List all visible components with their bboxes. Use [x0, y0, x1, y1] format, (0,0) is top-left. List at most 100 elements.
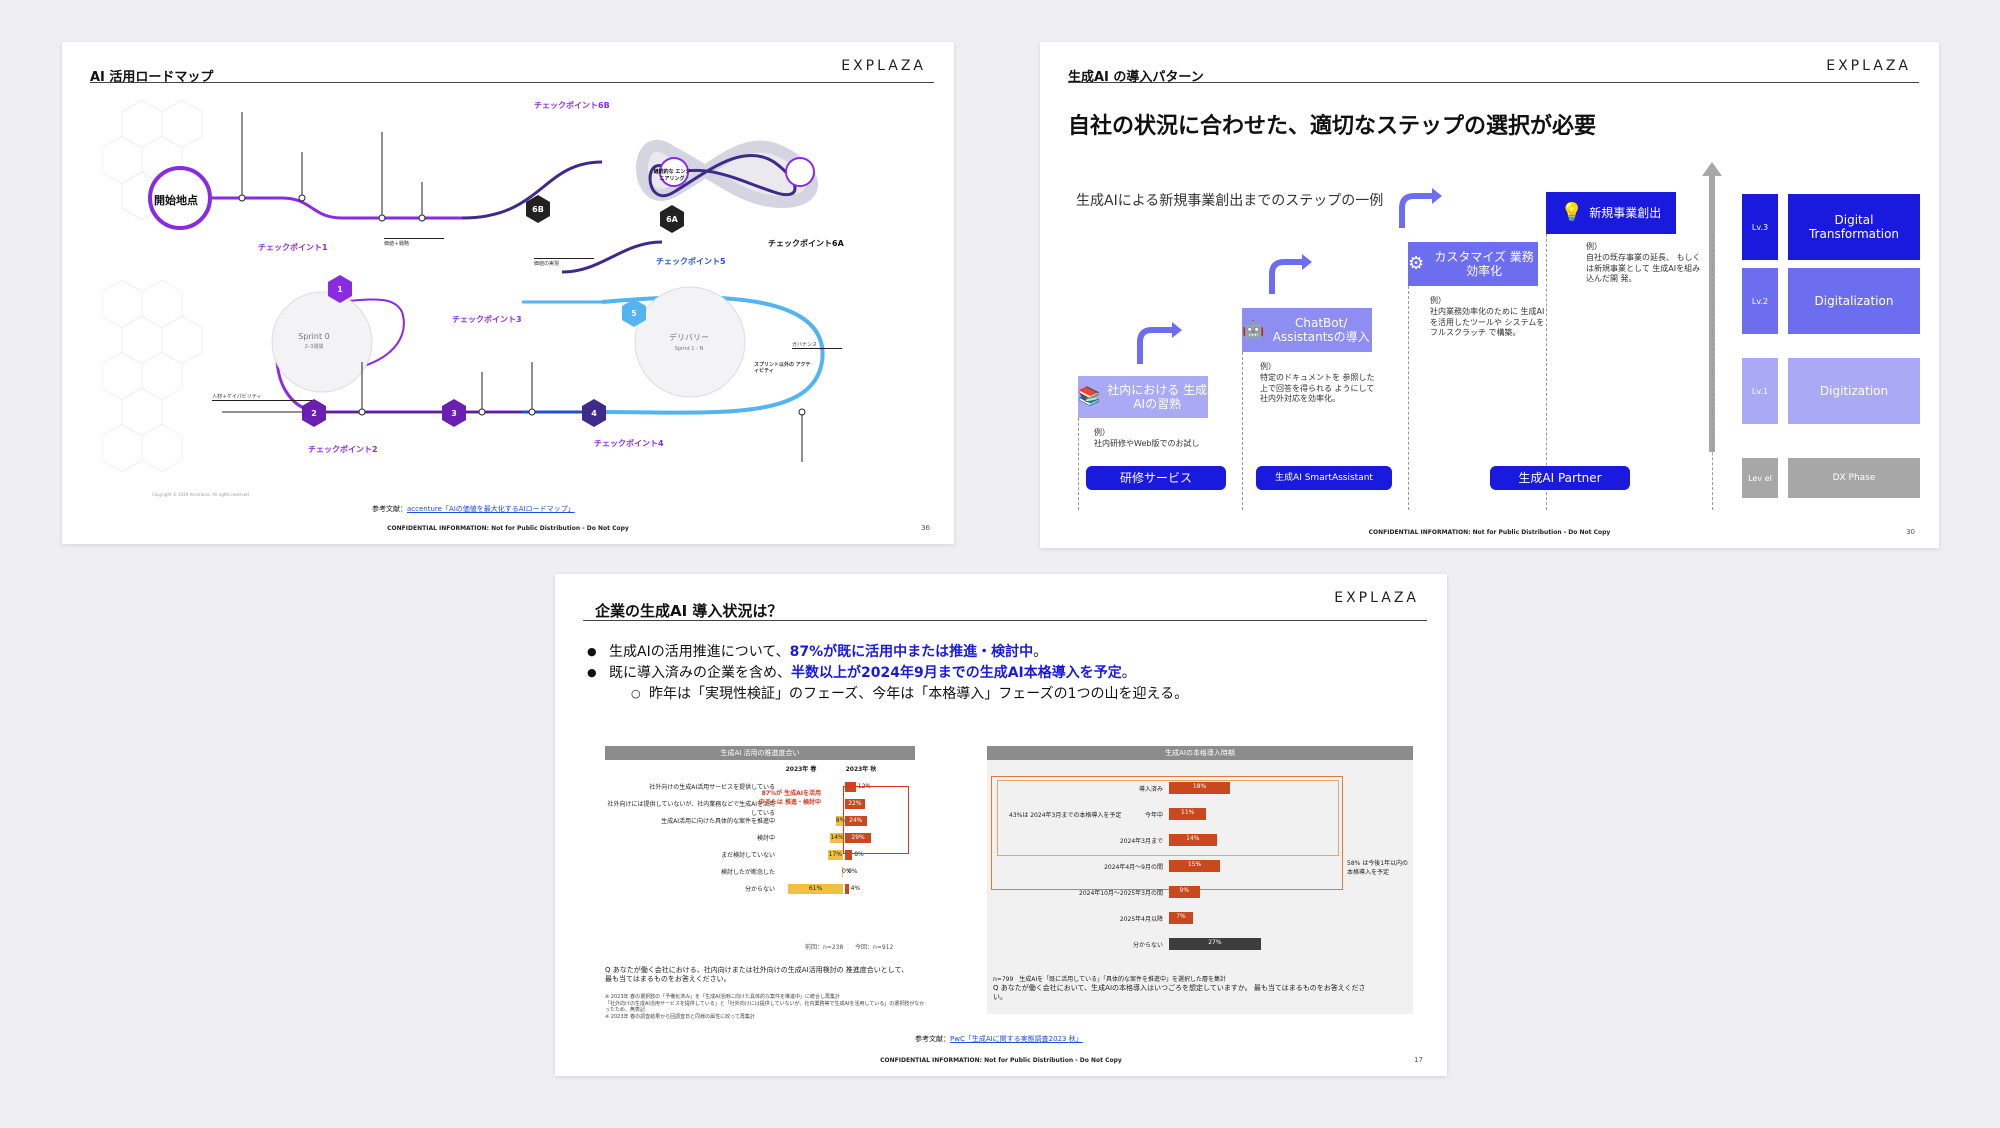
sprint-activity-label: スプリント以外の アクティビティ — [754, 362, 811, 375]
bar-timing: 27% — [1169, 938, 1261, 950]
service-training-pill[interactable]: 研修サービス — [1086, 466, 1226, 490]
level-2: Lv.2 — [1742, 268, 1778, 334]
sample-prev: 前回：n=238 — [805, 944, 844, 951]
bar-autumn: 0% — [848, 868, 858, 875]
bar-autumn: 22% — [845, 799, 865, 809]
svg-text:5: 5 — [631, 309, 637, 318]
divider — [1546, 234, 1547, 510]
divider — [1242, 352, 1243, 510]
step-new-business: 💡 新規事業創出 — [1546, 192, 1676, 234]
category-label: 分からない — [744, 886, 775, 893]
phase-digitization: Digitization — [1788, 358, 1920, 424]
step-training-note: 例） 社内研修やWeb版でのお試し — [1094, 428, 1200, 448]
slide-ai-roadmap[interactable]: AI 活用ロードマップ EXPLAZA — [62, 42, 954, 544]
sample-note: n=799 生成AIを「既に活用している」「具体的な案件を推進中」を選択した層を… — [993, 976, 1226, 983]
phase-header: DX Phase — [1788, 458, 1920, 498]
bar-timing: 15% — [1169, 860, 1220, 872]
page-number: 30 — [1906, 528, 1915, 536]
bar-spring: 17% — [827, 850, 843, 860]
gears-icon: ⚙ — [1408, 253, 1425, 275]
reference-link[interactable]: PwC「生成AIに関する実態調査2023 秋」 — [950, 1035, 1083, 1043]
category-label: 今年中 — [1144, 812, 1163, 819]
phase-digital-transformation: Digital Transformation — [1788, 194, 1920, 260]
highlight-frame — [843, 786, 909, 854]
chart-usage: 生成AI 活用の推進度合い 2023年 春 2023年 秋 社外向けの生成AI活… — [605, 746, 915, 964]
slide-subtitle: 生成AIによる新規事業創出までのステップの一例 — [1076, 193, 1384, 209]
brand-logo: EXPLAZA — [1826, 58, 1911, 74]
footnote: ※ 2023年 春の選択肢の「予備化済み」を「生成AI活用に向けた具体的な案件を… — [605, 994, 925, 1020]
category-label: 検討したが断念した — [720, 869, 775, 876]
confidential-notice: CONFIDENTIAL INFORMATION: Not for Public… — [387, 525, 629, 532]
confidential-notice: CONFIDENTIAL INFORMATION: Not for Public… — [880, 1057, 1122, 1064]
slide-ai-adoption-status[interactable]: 企業の生成AI 導入状況は？ EXPLAZA 生成AIの活用推進について、87%… — [555, 574, 1447, 1076]
service-partner-pill[interactable]: 生成AI Partner — [1490, 466, 1630, 490]
key-points: 生成AIの活用推進について、87%が既に活用中または推進・検討中。 既に導入済み… — [587, 642, 1188, 705]
bar-spring: 8% — [835, 816, 846, 826]
category-label: 2024年4月〜9月の間 — [1104, 864, 1163, 871]
reference-link[interactable]: accenture「AIの価値を最大化するAIロードマップ」 — [407, 505, 575, 513]
hexagon-pattern — [102, 99, 203, 473]
bar-timing: 9% — [1169, 886, 1200, 898]
category-label: 2025年4月以降 — [1119, 916, 1163, 923]
loop-label: 継続的な エンジニアリング — [653, 169, 691, 182]
question-note-2: Q あなたが働く会社において、生成AIの本格導入はいつごろを想定していますか。 … — [993, 984, 1366, 1002]
checkpoint-6a-label: チェックポイント6A — [768, 239, 844, 248]
service-smartassistant-pill[interactable]: 生成AI SmartAssistant — [1256, 466, 1392, 490]
step-training: 📚 社内における 生成AIの習熟 — [1078, 376, 1208, 418]
bar-timing: 11% — [1169, 808, 1207, 820]
svg-text:6B: 6B — [532, 205, 544, 214]
step-chatbot-note: 例） 特定のドキュメントを 参照した上で回答を得られる ようにして社内外対応を効… — [1260, 362, 1375, 404]
page-number: 36 — [921, 524, 930, 532]
highlight-frame-inner — [997, 780, 1339, 856]
checkpoint-1-label: チェックポイント1 — [258, 243, 328, 252]
step-new-business-note: 例） 自社の既存事業の延長、 もしくは新規事業として 生成AIを組み込んだ開 発… — [1586, 242, 1701, 284]
slide-title: AI 活用ロードマップ — [90, 70, 214, 85]
annotation-87: 87%が 生成AIを活用中または 推進・検討中 — [758, 790, 821, 806]
bar-autumn: 4% — [845, 884, 860, 894]
reference-line: 参考文献：accenture「AIの価値を最大化するAIロードマップ」 — [372, 505, 575, 513]
brand-logo: EXPLAZA — [841, 58, 926, 74]
value-strategy-label: 価値＋戦略 — [384, 238, 444, 247]
bullet-adoption: 既に導入済みの企業を含め、半数以上が2024年9月までの生成AI本格導入を予定。 — [587, 663, 1188, 684]
annotation-43: 43%は 2024年3月までの本格導入を予定 — [1009, 812, 1122, 819]
legend-spring: 2023年 春 — [785, 766, 817, 773]
value-realize-label: 価値の実現 — [534, 258, 594, 267]
svg-text:2: 2 — [311, 409, 317, 418]
question-note-1: Q あなたが働く会社における、社内向けまたは社外向けの生成AI活用検討の 推進度… — [605, 966, 909, 984]
slide-title: 生成AI の導入パターン — [1068, 70, 1204, 85]
svg-text:3: 3 — [451, 409, 457, 418]
phase-digitalization: Digitalization — [1788, 268, 1920, 334]
bar-spring: 0% — [842, 867, 852, 877]
bar-timing: 14% — [1169, 834, 1217, 846]
title-rule — [90, 82, 934, 83]
slide-title: 企業の生成AI 導入状況は？ — [595, 602, 783, 620]
chart-timing: 生成AIの本格導入時期 43%は 2024年3月までの本格導入を予定 58% は… — [987, 746, 1413, 1014]
bullet-usage: 生成AIの活用推進について、87%が既に活用中または推進・検討中。 — [587, 642, 1188, 663]
category-label: まだ検討していない — [721, 852, 775, 859]
sample-now: 今回：n=912 — [855, 944, 894, 951]
talent-label: 人材＋ケイパビリティ — [212, 394, 312, 402]
annotation-58: 58% は今後1年以内の 本格導入を予定 — [1347, 860, 1409, 876]
bullet-phase: 昨年は「実現性検証」のフェーズ、今年は「本格導入」フェーズの1つの山を迎える。 — [587, 684, 1188, 705]
category-label: 検討中 — [756, 835, 775, 842]
page-number: 17 — [1414, 1056, 1423, 1064]
category-label: 社外向けの生成AI活用サービスを提供している — [649, 784, 775, 791]
bar-autumn: 24% — [845, 816, 867, 826]
category-label: 2024年3月まで — [1119, 838, 1163, 845]
bar-timing: 7% — [1169, 912, 1193, 924]
svg-text:4: 4 — [591, 409, 597, 418]
checkpoint-4-label: チェックポイント4 — [594, 439, 664, 448]
cp1-num: 1 — [337, 285, 343, 294]
chart-title: 生成AI 活用の推進度合い — [605, 746, 915, 760]
step-customize: ⚙ カスタマイズ 業務効率化 — [1408, 242, 1538, 286]
category-label: 分からない — [1132, 942, 1163, 949]
books-icon: 📚 — [1078, 386, 1101, 408]
slide-headline: 自社の状況に合わせた、適切なステップの選択が必要 — [1068, 114, 1597, 139]
category-label: 導入済み — [1138, 786, 1163, 793]
slide-adoption-pattern[interactable]: 生成AI の導入パターン EXPLAZA 自社の状況に合わせた、適切なステップの… — [1040, 42, 1939, 548]
start-point-label: 開始地点 — [154, 194, 198, 207]
checkpoint-3-label: チェックポイント3 — [452, 315, 522, 324]
checkpoint-2-label: チェックポイント2 — [308, 445, 378, 454]
divider — [1408, 286, 1409, 510]
